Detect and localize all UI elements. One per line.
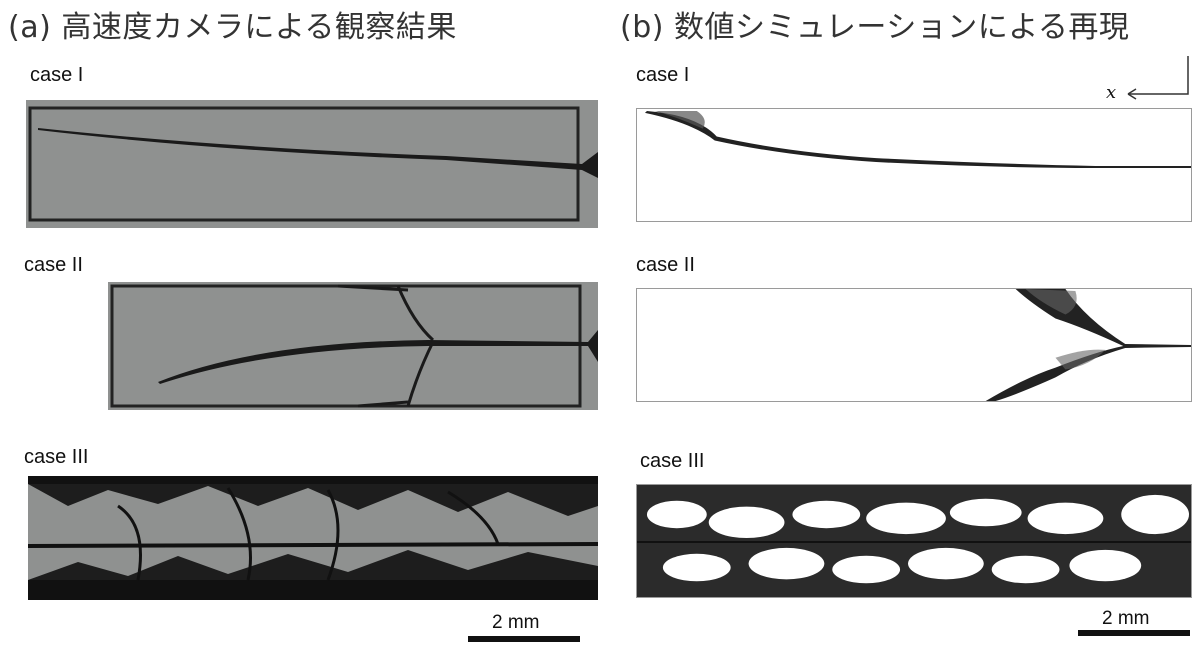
right-case-3-label: case III (640, 450, 705, 472)
right-scale-bar (1078, 630, 1190, 636)
left-case-3-label: case III (24, 446, 89, 468)
sim-case-1 (636, 108, 1192, 222)
x-axis-indicator: x (1104, 54, 1192, 104)
left-case-2-label: case II (24, 254, 83, 276)
photo-case-3 (28, 476, 598, 600)
x-axis-label: x (1106, 82, 1117, 103)
right-case-1-label: case I (636, 64, 690, 86)
sim-case-2 (636, 288, 1192, 402)
right-case-2-label: case II (636, 254, 695, 276)
left-scale-bar (468, 636, 580, 642)
right-scale-label: 2 mm (1102, 608, 1150, 629)
sim-case-3 (636, 484, 1192, 598)
left-case-1-label: case I (30, 64, 84, 86)
panel-b-title: (b) 数値シミュレーションによる再現 (620, 10, 1130, 45)
photo-case-2 (108, 282, 598, 410)
photo-case-1 (26, 100, 598, 228)
panel-a-title: (a) 高速度カメラによる観察結果 (8, 10, 457, 45)
left-scale-label: 2 mm (492, 612, 540, 633)
